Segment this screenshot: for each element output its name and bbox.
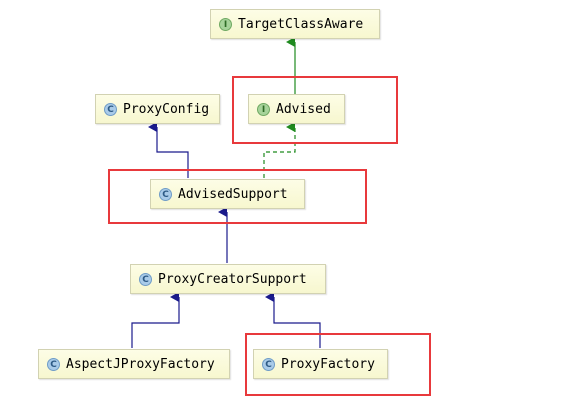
node-proxy-config[interactable]: C ProxyConfig (95, 94, 220, 124)
interface-icon: I (257, 102, 270, 116)
node-label: ProxyConfig (123, 101, 210, 117)
class-icon: C (262, 357, 275, 371)
highlight-box-proxy-factory (245, 333, 431, 396)
node-label: AdvisedSupport (178, 186, 288, 202)
edge-advisedsupport-extends-proxyconfig (148, 122, 189, 178)
edge-aspectjproxyfactory-extends-proxycreatorsupport (131, 292, 180, 348)
highlight-box-advised-support (108, 169, 367, 224)
node-proxy-creator-support[interactable]: C ProxyCreatorSupport (130, 264, 326, 294)
class-icon: C (159, 187, 172, 201)
node-label: AspectJProxyFactory (66, 356, 215, 372)
class-icon: C (104, 102, 117, 116)
node-advised-support[interactable]: C AdvisedSupport (150, 179, 305, 209)
node-aspectj-proxy-factory[interactable]: C AspectJProxyFactory (38, 349, 230, 379)
node-label: ProxyFactory (281, 356, 375, 372)
highlight-box-advised (232, 76, 398, 144)
class-icon: C (139, 272, 152, 286)
node-label: ProxyCreatorSupport (158, 271, 307, 287)
interface-icon: I (219, 17, 232, 31)
node-target-class-aware[interactable]: I TargetClassAware (210, 9, 380, 39)
edge-proxyfactory-extends-proxycreatorsupport (265, 292, 321, 348)
node-label: Advised (276, 101, 331, 117)
class-icon: C (47, 357, 60, 371)
node-label: TargetClassAware (238, 16, 364, 32)
node-proxy-factory[interactable]: C ProxyFactory (253, 349, 388, 379)
node-advised[interactable]: I Advised (248, 94, 345, 124)
